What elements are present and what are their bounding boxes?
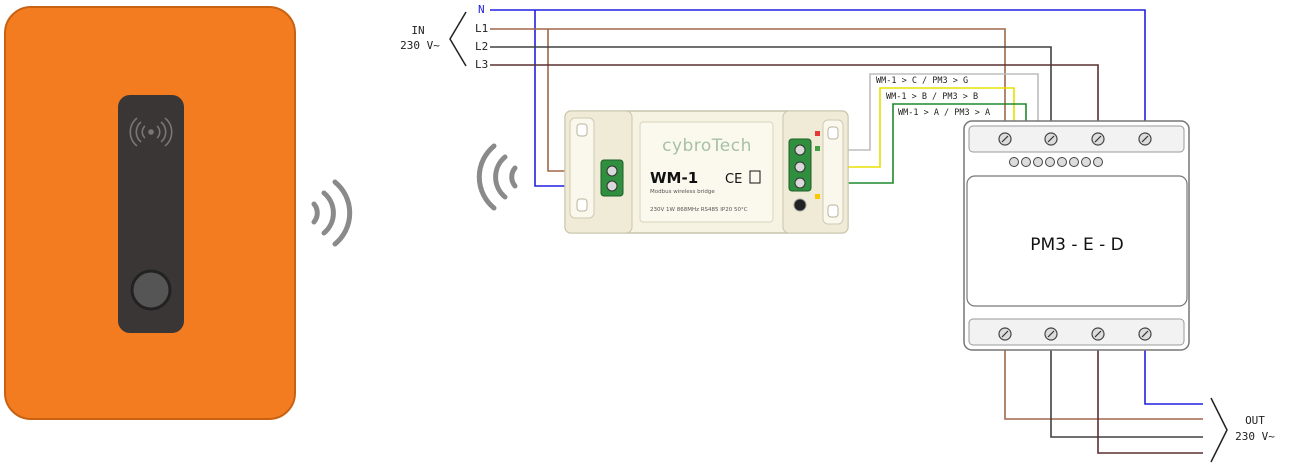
input-line-l3: L3 (475, 58, 488, 71)
out-label: OUT (1245, 414, 1265, 427)
wm1-brand-logo: cybroTech (662, 136, 752, 156)
bus-label-c: WM-1 > C / PM3 > G (876, 76, 968, 86)
in-label: IN (411, 24, 424, 37)
input-line-l2: L2 (475, 40, 488, 53)
wire-bus-c (812, 73, 1039, 158)
wm1-model: WM-1 (650, 169, 698, 187)
nfc-icon (129, 117, 173, 147)
pm3-top-terminal-slots (1001, 135, 1149, 143)
wire-bus-b (812, 87, 1015, 168)
bus-label-b: WM-1 > B / PM3 > B (886, 92, 978, 102)
wm1-specs: 230V 1W 868MHz RS485 IP20 50°C (650, 207, 748, 213)
wm1-power-terminal (600, 159, 624, 197)
pm3-bottom-terminal-slots (1001, 330, 1149, 338)
wm1-led-green (815, 146, 820, 151)
wire-l2-out (1050, 345, 1203, 438)
output-brace (1210, 397, 1228, 463)
pm3-bus-terminals (1009, 157, 1103, 167)
wire-l1-out (1004, 345, 1203, 420)
bus-label-a: WM-1 > A / PM3 > A (898, 108, 990, 118)
wm1-ce-mark: CE (725, 172, 742, 187)
pm3-meter: PM3 - E - D (963, 120, 1190, 351)
pm3-title: PM3 - E - D (1030, 235, 1123, 255)
wm1-led-yellow (815, 194, 820, 199)
out-voltage-label: 230 V~ (1235, 430, 1275, 443)
wm1-module: cybroTech WM-1 CE Modbus wireless bridge… (564, 110, 849, 234)
input-line-n: N (478, 3, 485, 16)
wire-neutral-in (490, 9, 1146, 135)
wire-l3-in (490, 64, 1099, 135)
wire-l1-in (490, 28, 1006, 135)
in-voltage-label: 230 V~ (400, 39, 440, 52)
wireless-signal-icon (476, 143, 518, 211)
wireless-signal-icon (311, 179, 353, 247)
input-brace (449, 11, 467, 67)
wm1-subtitle: Modbus wireless bridge (650, 189, 715, 195)
wire-neutral-out (1144, 345, 1203, 405)
wire-l2-in (490, 46, 1052, 135)
wm1-disposal-icon (749, 170, 761, 184)
charger-start-button[interactable] (130, 269, 172, 311)
wire-l3-out (1097, 345, 1203, 454)
wm1-pair-button[interactable] (793, 198, 807, 212)
wm1-led-red (815, 131, 820, 136)
input-line-l1: L1 (475, 22, 488, 35)
ev-charger (4, 6, 296, 420)
